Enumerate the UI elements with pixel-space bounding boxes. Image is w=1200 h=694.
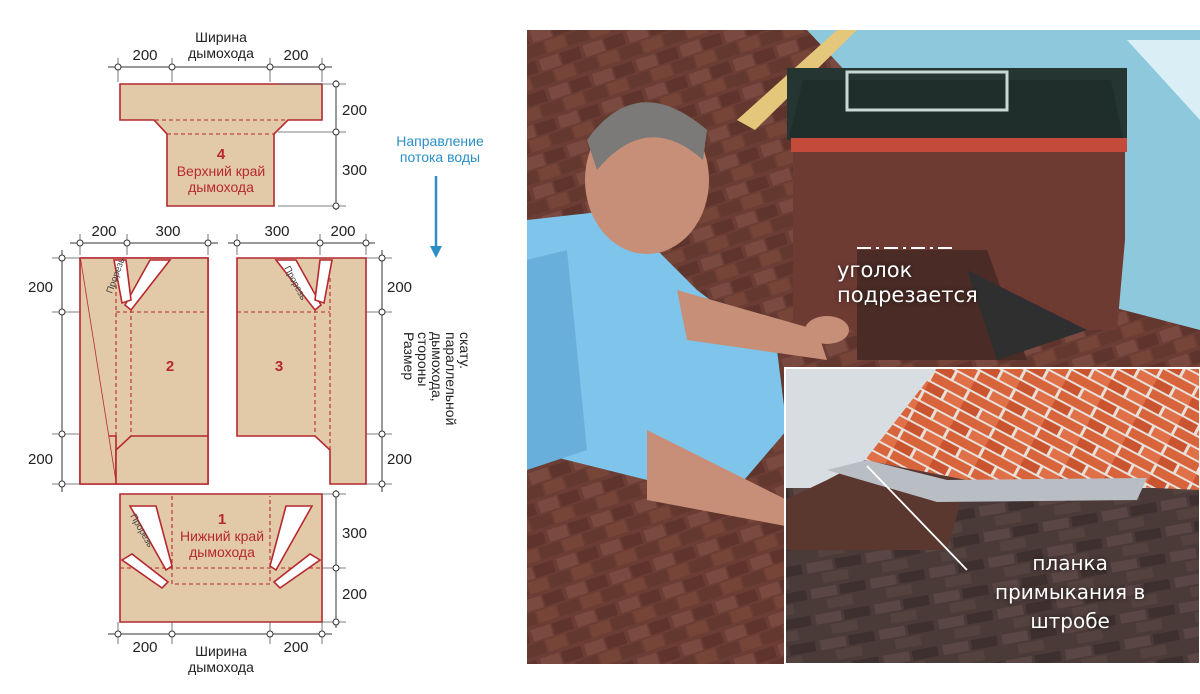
piece-1-width-caption-2: дымохода — [188, 659, 254, 675]
piece-4-top-edge: 200 200 Ширина дымохода 200 300 4 Верхни… — [108, 29, 367, 210]
flashing-strip-label-line-2: примыкания в — [995, 580, 1146, 604]
flashing-strip-label: планка примыкания в штробе — [995, 549, 1145, 636]
corner-cut-label-line-2: подрезается — [837, 283, 978, 308]
piece-3-dim-top-a: 300 — [264, 223, 289, 240]
piece-2-dim-top-a: 200 — [91, 223, 116, 240]
piece-2-dim-top-b: 300 — [155, 223, 180, 240]
inset-photo — [784, 367, 1200, 664]
piece-4-number: 4 — [217, 146, 226, 163]
piece-3-side-caption: Размер стороны дымохода, параллельной ск… — [401, 332, 473, 425]
piece-1-dim-height-bottom: 200 — [342, 586, 367, 603]
piece-1-width-caption-1: Ширина — [195, 643, 247, 659]
piece-1-bottom-edge: Прорезь 1 Нижний край дымохода 300 200 2… — [108, 490, 367, 675]
piece-2-dim-side-bottom: 200 — [28, 451, 53, 468]
piece-4-dim-right: 200 — [283, 47, 308, 64]
flashing-strip-label-line-3: штробе — [1030, 609, 1110, 633]
side-caption-3: дымохода, — [429, 332, 445, 402]
piece-4-dim-left: 200 — [132, 47, 157, 64]
side-caption-2: стороны — [415, 332, 431, 386]
corner-cut-label-line-1: уголок — [837, 258, 913, 282]
flow-label-1: Направление — [396, 133, 484, 149]
piece-1-label-1: Нижний край — [180, 528, 264, 544]
flow-label-2: потока воды — [400, 149, 480, 165]
piece-3-right-side: 300 200 Прорезь 200 200 Размер стороны д… — [228, 223, 473, 492]
piece-1-dim-right: 200 — [283, 639, 308, 656]
piece-3-dim-top-b: 200 — [330, 223, 355, 240]
piece-1-dim-height-top: 300 — [342, 525, 367, 542]
piece-4-width-caption-2: дымохода — [188, 45, 254, 61]
piece-4-dim-height-bottom: 300 — [342, 162, 367, 179]
piece-3-shape — [236, 257, 367, 485]
flow-arrow-head — [430, 246, 442, 258]
roof-photo-illustration — [527, 30, 1200, 664]
flow-direction: Направление потока воды — [396, 133, 484, 258]
piece-1-dim-left: 200 — [132, 639, 157, 656]
piece-2-left-side: 200 300 Прорезь 200 200 2 — [28, 223, 218, 492]
worker — [527, 102, 849, 530]
piece-4-width-caption-1: Ширина — [195, 29, 247, 45]
piece-3-number: 3 — [275, 358, 283, 375]
piece-2-number: 2 — [166, 358, 174, 375]
side-caption-1: Размер — [401, 332, 417, 380]
chimney — [787, 68, 1127, 360]
piece-4-dim-height-top: 200 — [342, 102, 367, 119]
piece-1-label-2: дымохода — [189, 544, 255, 560]
piece-3-dim-side-top: 200 — [387, 279, 412, 296]
piece-4-label-1: Верхний край — [177, 163, 266, 179]
piece-3-dim-side-bottom: 200 — [387, 451, 412, 468]
piece-4-label-2: дымохода — [188, 179, 254, 195]
corner-cut-label: уголок подрезается — [837, 258, 978, 308]
cutting-diagram: 200 200 Ширина дымохода 200 300 4 Верхни… — [28, 29, 484, 675]
side-caption-4: параллельной — [443, 332, 459, 425]
flashing-strip-label-line-1: планка — [1032, 551, 1108, 575]
side-caption-5: скату. — [457, 332, 473, 369]
piece-2-dim-side-top: 200 — [28, 279, 53, 296]
piece-1-number: 1 — [218, 511, 226, 528]
roof-photo: уголок подрезается планка примыкания в ш… — [527, 30, 1200, 664]
